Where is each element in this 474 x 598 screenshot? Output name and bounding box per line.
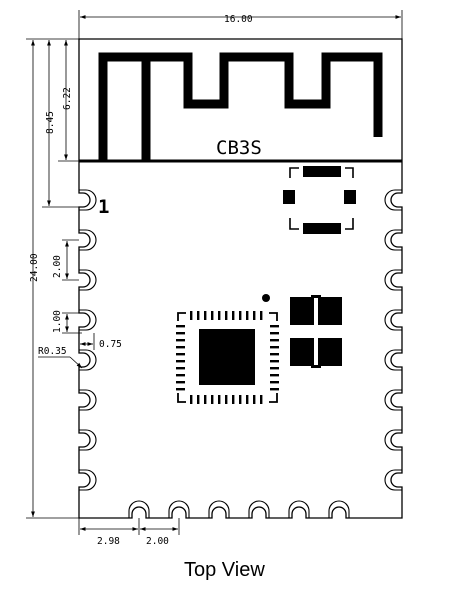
dim-antenna-zone (42, 40, 79, 208)
pcb-antenna (98, 52, 383, 160)
crystal-footprint (283, 166, 356, 234)
dim-pin-pitch-side-label: 2.00 (52, 255, 63, 278)
dim-pad-depth (78, 333, 95, 350)
dim-antenna-height (58, 40, 79, 162)
dim-height-label: 24.00 (29, 253, 40, 282)
rf-component-footprint (290, 295, 342, 368)
dim-antenna-zone-label: 8.45 (45, 111, 56, 134)
side-pads-right (384, 189, 402, 491)
dim-corner-radius-label: R0.35 (38, 346, 67, 357)
dim-bottom-offset-label: 2.98 (97, 536, 120, 547)
qfn-chip-footprint (176, 294, 279, 404)
module-outline (78, 38, 403, 519)
dim-antenna-height-label: 6.22 (62, 87, 73, 110)
view-caption: Top View (184, 559, 265, 581)
bottom-pads (128, 500, 350, 518)
dim-pin-pitch-side (62, 239, 79, 281)
dim-pad-depth-label: 0.75 (99, 339, 122, 350)
dim-pin-pitch-bottom (140, 518, 180, 535)
dim-width (78, 10, 403, 39)
dim-corner-radius (38, 356, 83, 369)
dim-width-label: 16.00 (224, 14, 253, 25)
side-pads-left (79, 189, 97, 491)
dim-bottom-offset (78, 518, 140, 535)
dim-height (26, 38, 79, 519)
module-name: CB3S (216, 137, 262, 159)
dim-pad-width-label: 1.00 (52, 310, 63, 333)
pin1-label: 1 (98, 196, 109, 218)
dim-pin-pitch-bottom-label: 2.00 (146, 536, 169, 547)
